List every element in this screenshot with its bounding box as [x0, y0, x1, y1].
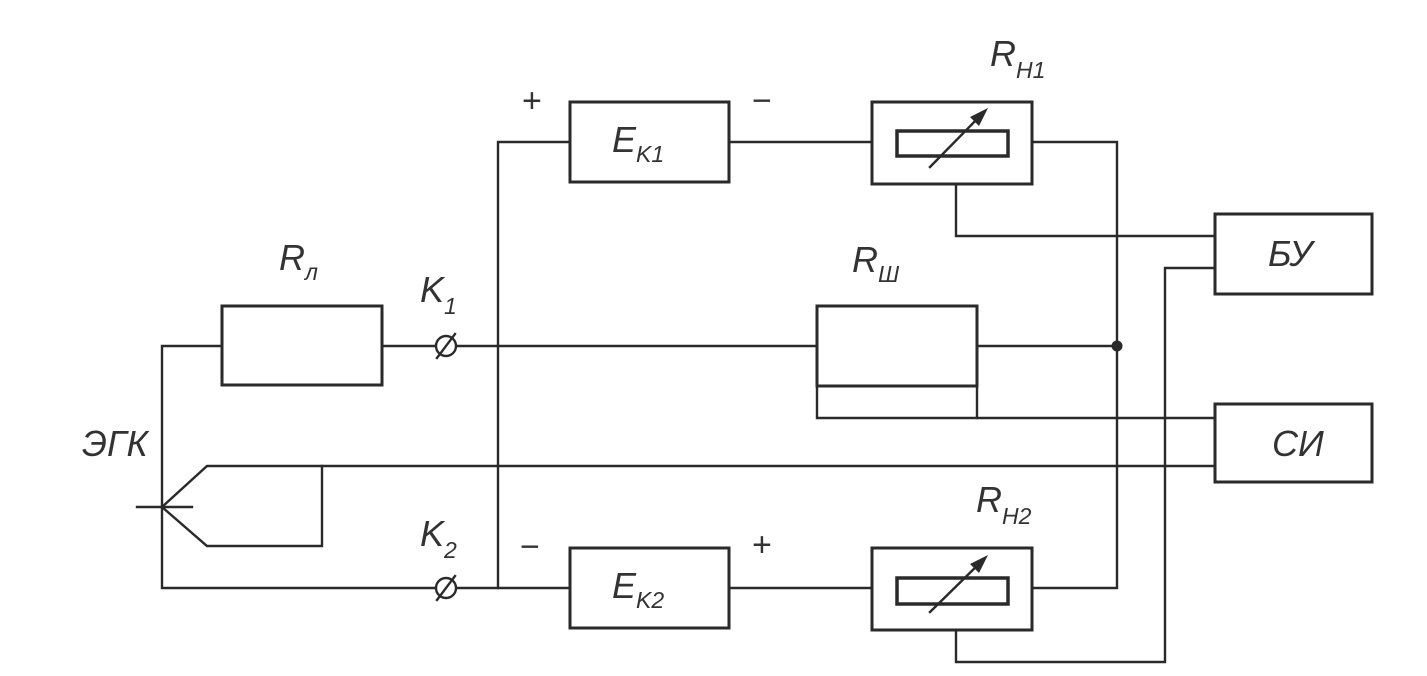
source-ek1 — [568, 100, 731, 184]
terminal-k2 — [434, 574, 458, 602]
rheostat-rh1 — [870, 100, 1034, 186]
wire-rh1-to-bu — [954, 182, 1217, 238]
wire-top-left — [496, 140, 572, 590]
ek2-minus-sign: − — [520, 528, 540, 566]
block-si — [1213, 402, 1374, 484]
block-bu — [1213, 212, 1374, 296]
resistor-rsh — [815, 304, 979, 388]
label-si: СИ — [1272, 423, 1324, 464]
wire-rh2-to-bu — [954, 266, 1217, 664]
label-rl: Rл — [279, 237, 318, 285]
label-rh1: RH1 — [990, 33, 1045, 83]
rheostat-arrow-icon — [928, 111, 985, 169]
label-rh2: RH2 — [976, 479, 1032, 529]
wire-rsh-to-si — [815, 384, 1217, 420]
terminal-k1 — [434, 332, 458, 360]
junction-dot — [1111, 340, 1123, 352]
egk-probe — [135, 464, 324, 548]
wires — [160, 140, 1217, 664]
source-ek2 — [568, 546, 731, 630]
resistor-rl — [220, 304, 384, 387]
ek1-minus-sign: − — [752, 82, 772, 120]
ek2-plus-sign: + — [752, 526, 772, 564]
ek1-plus-sign: + — [522, 82, 542, 120]
wire-rl-left — [160, 344, 436, 590]
label-k2: K2 — [420, 513, 457, 563]
rheostat-arrow-icon — [928, 558, 985, 614]
label-egk: ЭГК — [82, 423, 150, 464]
label-bu: БУ — [1268, 233, 1315, 274]
label-ek2: EK2 — [612, 565, 664, 613]
label-rsh: RШ — [852, 239, 900, 287]
label-k1: K1 — [420, 269, 457, 319]
wire-rh1-to-node — [1030, 140, 1119, 590]
label-ek1: EK1 — [612, 119, 664, 167]
rheostat-rh2 — [870, 546, 1034, 632]
